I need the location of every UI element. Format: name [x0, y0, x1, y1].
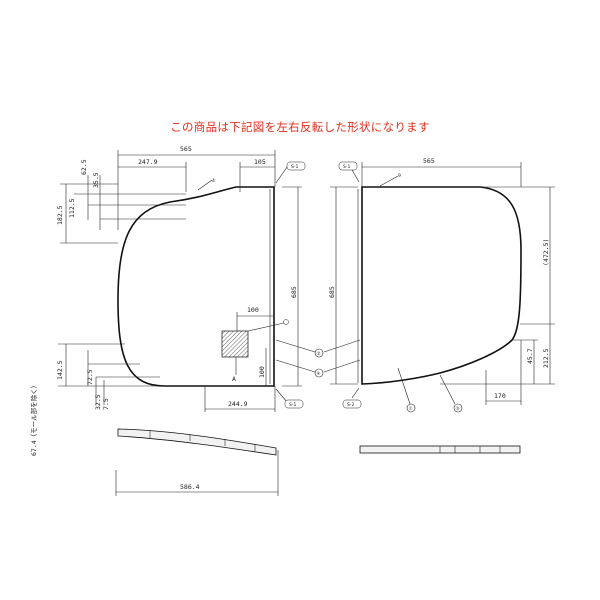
- right-panel-outline: [361, 186, 522, 385]
- dim-182-5: 182.5: [56, 205, 64, 225]
- dim-565-right: 565: [423, 157, 435, 165]
- dim-7-5: 7.5: [102, 398, 110, 410]
- thickness-label: 67.4（モール部を除く）: [29, 382, 38, 456]
- dim-212-5: 212.5: [542, 348, 550, 368]
- dim-35-5: 35.5: [92, 172, 100, 188]
- callout-2: ②: [317, 351, 321, 357]
- dim-45-7: 45.7: [526, 348, 534, 364]
- tag-s1-left: S-1: [291, 164, 298, 170]
- callout-4: ④: [317, 371, 321, 377]
- callout-1: ①: [409, 406, 413, 412]
- dim-72-5: 72.5: [86, 369, 94, 385]
- dim-112-5: 112.5: [68, 198, 76, 218]
- dim-100-v: 100: [258, 366, 266, 378]
- tag-4-left: 4: [212, 178, 215, 184]
- tag-s2-right: S-2: [347, 402, 354, 408]
- svg-text:9: 9: [398, 173, 401, 179]
- dim-685-left: 685: [290, 286, 298, 298]
- dim-62-5: 62.5: [80, 159, 88, 175]
- dim-244-9: 244.9: [228, 400, 248, 408]
- dim-565-left: 565: [180, 145, 192, 153]
- notice-text: この商品は下記図を左右反転した形状になります: [170, 120, 430, 134]
- callout-3: ③: [456, 406, 460, 412]
- dim-100-h: 100: [247, 306, 259, 314]
- dim-170: 170: [494, 392, 506, 400]
- dim-32-5: 32.5: [94, 394, 102, 410]
- side-view-left: [117, 428, 277, 456]
- hatch-square: [221, 330, 249, 358]
- tag-s1-left-bottom: S-1: [289, 402, 296, 408]
- dim-142-5: 142.5: [56, 360, 64, 380]
- left-panel-outline: [117, 186, 275, 387]
- label-a: A: [232, 375, 236, 383]
- dim-586-4: 586.4: [180, 483, 200, 491]
- dim-685-right: 685: [328, 286, 336, 298]
- tag-s1-right: S-1: [343, 164, 350, 170]
- dim-472-5: (472.5): [542, 239, 550, 266]
- dim-247-9: 247.9: [138, 158, 158, 166]
- dim-105: 105: [254, 158, 266, 166]
